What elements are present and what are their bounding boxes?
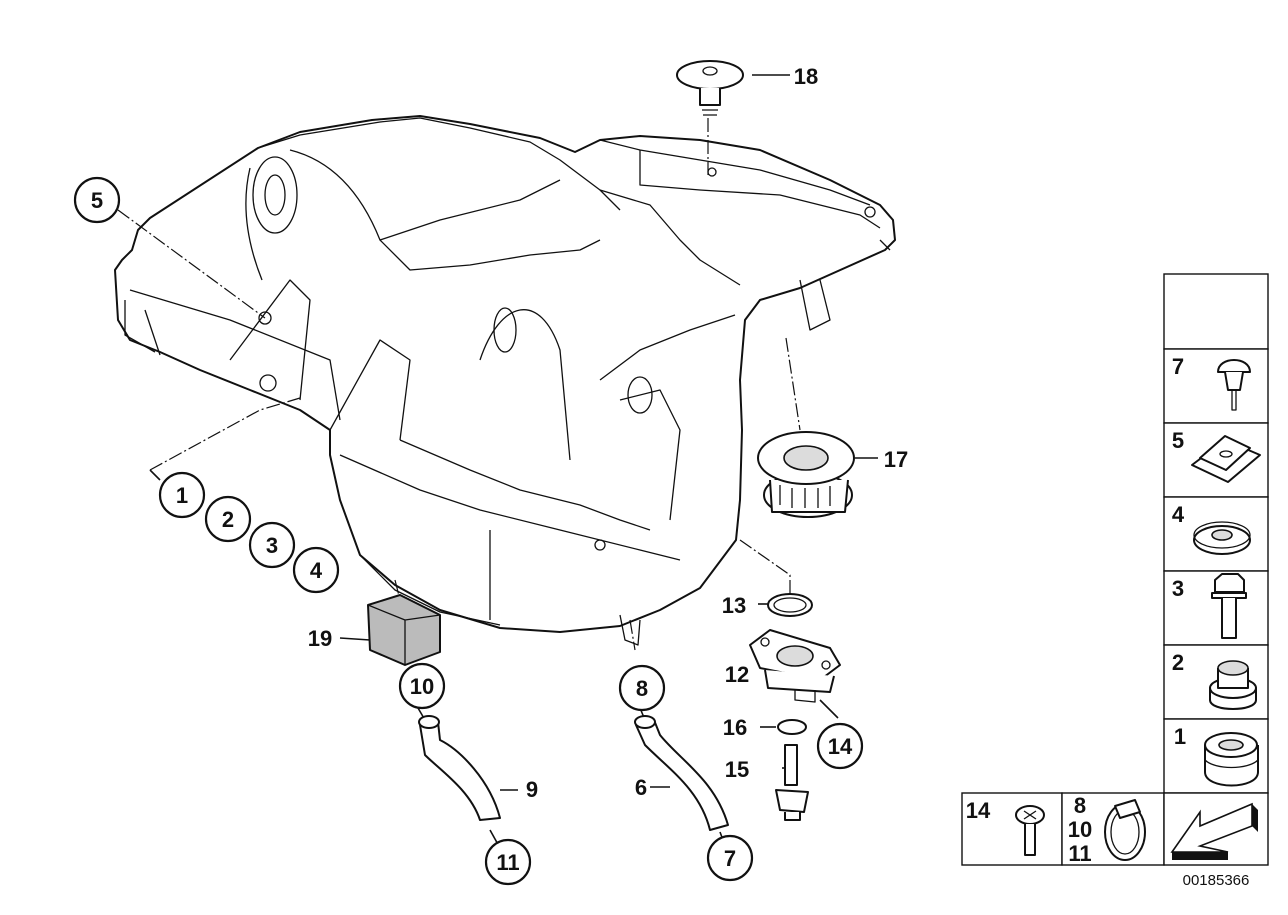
- callout-label-2: 2: [222, 507, 234, 532]
- legend-label-8: 8: [1074, 793, 1086, 818]
- hose-6: [634, 715, 729, 831]
- callout-14: 14: [816, 722, 864, 770]
- callout-label-3: 3: [266, 533, 278, 558]
- washer-16: [777, 719, 807, 735]
- callout-label-11: 11: [496, 850, 519, 875]
- foam-pad-19: [367, 594, 441, 666]
- hose-clamp-icon: [1104, 799, 1146, 861]
- callout-label-5: 5: [91, 188, 103, 213]
- callout-label-19: 19: [308, 626, 332, 651]
- callout-label-9: 9: [526, 777, 538, 802]
- callout-10: 10: [398, 662, 446, 710]
- callout-label-13: 13: [722, 593, 746, 618]
- callout-1: 1: [158, 471, 206, 519]
- legend-cell-blank: [1163, 273, 1269, 350]
- legend-label-3: 3: [1172, 576, 1184, 601]
- callout-7: 7: [706, 834, 754, 882]
- legend-cell-7: [1163, 348, 1269, 424]
- callout-4: 4: [292, 546, 340, 594]
- callout-label-16: 16: [723, 715, 747, 740]
- callout-label-10: 10: [410, 674, 434, 699]
- callout-8: 8: [618, 664, 666, 712]
- callout-label-18: 18: [794, 64, 818, 89]
- bushing-icon: [1209, 660, 1257, 710]
- legend-label-2: 2: [1172, 650, 1184, 675]
- callout-label-6: 6: [635, 775, 647, 800]
- callout-label-7: 7: [724, 846, 736, 871]
- bolt-icon: [1211, 573, 1247, 639]
- clip-nut-icon: [1191, 435, 1261, 483]
- direction-arrow-icon: [1170, 802, 1258, 860]
- callouts: 5 1 2 3 4 10 8 14 11 7 18 17 13 12 16 15…: [73, 64, 908, 886]
- legend-label-7: 7: [1172, 354, 1184, 379]
- washer-icon: [1193, 521, 1251, 555]
- rubber-mount-icon: [1204, 732, 1259, 787]
- callout-label-17: 17: [884, 447, 908, 472]
- legend-label-5: 5: [1172, 428, 1184, 453]
- callout-label-4: 4: [310, 558, 323, 583]
- fuel-tank: [114, 115, 896, 646]
- callout-11: 11: [484, 838, 532, 886]
- legend-label-1: 1: [1174, 724, 1186, 749]
- flange-12: [749, 629, 841, 703]
- callout-label-15: 15: [725, 757, 749, 782]
- legend-label-4: 4: [1172, 502, 1185, 527]
- callout-5: 5: [73, 176, 121, 224]
- push-rivet-icon: [1217, 359, 1251, 411]
- callout-label-8: 8: [636, 676, 648, 701]
- callout-2: 2: [204, 495, 252, 543]
- screw-18: [676, 60, 744, 116]
- callout-label-12: 12: [725, 662, 749, 687]
- legend-cell-14: [961, 792, 1063, 866]
- legend-right: 7 5 4 3 2 1: [1163, 273, 1269, 794]
- o-ring-13-inner: [773, 597, 807, 613]
- legend-label-10: 10: [1068, 817, 1092, 842]
- legend-bottom: 14 8 10 11 00185366: [961, 792, 1269, 889]
- callout-label-1: 1: [176, 483, 188, 508]
- callout-3: 3: [248, 521, 296, 569]
- sensor-15: [775, 744, 809, 821]
- callout-label-14: 14: [828, 734, 853, 759]
- screw-icon: [1015, 805, 1045, 856]
- legend-label-11: 11: [1068, 841, 1091, 866]
- part-number: 00185366: [1183, 872, 1250, 889]
- grommet-17: [757, 431, 855, 518]
- legend-label-14: 14: [966, 798, 991, 823]
- hose-9: [418, 715, 501, 821]
